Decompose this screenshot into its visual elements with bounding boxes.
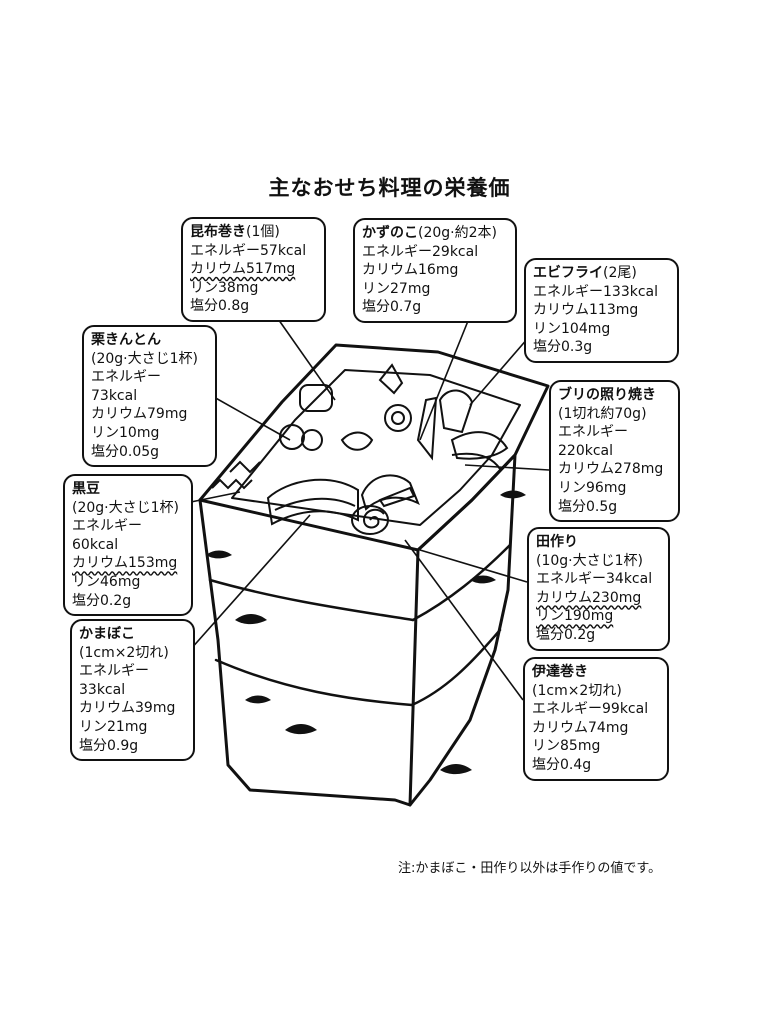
salt-value: 塩分0.9g (79, 737, 139, 754)
energy-value: 73kcal (91, 387, 138, 404)
potassium-value: カリウム79mg (91, 406, 188, 423)
page-title: 主なおせち料理の栄養価 (268, 176, 511, 200)
phosphorus-value: リン190mg (536, 608, 614, 625)
portion: (1cm×2切れ) (79, 644, 169, 661)
phosphorus-value: リン85mg (532, 738, 601, 755)
salt-value: 塩分0.3g (533, 339, 593, 356)
callout-kuromame: 黒豆 (20g·大さじ1杯) エネルギー 60kcal カリウム153mg リン… (63, 474, 193, 617)
phosphorus-value: リン46mg (72, 573, 141, 590)
potassium-value: カリウム153mg (72, 555, 178, 572)
salt-value: 塩分0.2g (72, 592, 132, 609)
potassium-value: カリウム16mg (362, 262, 459, 279)
salt-value: 塩分0.5g (558, 498, 618, 515)
potassium-value: カリウム517mg (190, 261, 296, 278)
potassium-value: カリウム74mg (532, 719, 629, 736)
energy-label: エネルギー (79, 663, 149, 680)
callout-tazukuri: 田作り (10g·大さじ1杯) エネルギー34kcal カリウム230mg リン… (527, 527, 670, 651)
energy-value: エネルギー29kcal (362, 243, 479, 260)
potassium-value: カリウム39mg (79, 700, 176, 717)
portion: (1切れ約70g) (558, 405, 647, 422)
portion: (20g·大さじ1杯) (72, 499, 179, 516)
salt-value: 塩分0.7g (362, 299, 422, 316)
energy-value: エネルギー133kcal (533, 283, 658, 300)
salt-value: 塩分0.2g (536, 626, 596, 643)
callout-kuri-kinton: 栗きんとん (20g·大さじ1杯) エネルギー 73kcal カリウム79mg … (82, 325, 217, 468)
energy-label: エネルギー (91, 369, 161, 386)
energy-value: 33kcal (79, 681, 126, 698)
phosphorus-value: リン104mg (533, 320, 611, 337)
potassium-value: カリウム278mg (558, 461, 664, 478)
callout-ebi-fry: エビフライ(2尾) エネルギー133kcal カリウム113mg リン104mg… (524, 258, 679, 363)
phosphorus-value: リン10mg (91, 424, 160, 441)
footnote: 注:かまぼこ・田作り以外は手作りの値です。 (398, 861, 662, 876)
salt-value: 塩分0.8g (190, 298, 250, 315)
callout-datemaki: 伊達巻き (1cm×2切れ) エネルギー99kcal カリウム74mg リン85… (523, 657, 669, 781)
energy-label: エネルギー (558, 424, 628, 441)
energy-value: 60kcal (72, 536, 119, 553)
potassium-value: カリウム230mg (536, 589, 642, 606)
portion: (20g·大さじ1杯) (91, 350, 198, 367)
callout-kamaboko: かまぼこ (1cm×2切れ) エネルギー 33kcal カリウム39mg リン2… (70, 619, 195, 762)
callout-kazunoko: かずのこ(20g·約2本) エネルギー29kcal カリウム16mg リン27m… (353, 218, 517, 323)
portion: (10g·大さじ1杯) (536, 552, 643, 569)
energy-label: エネルギー (72, 518, 142, 535)
energy-value: エネルギー57kcal (190, 242, 307, 259)
energy-value: 220kcal (558, 442, 613, 459)
portion: (1cm×2切れ) (532, 682, 622, 699)
energy-value: エネルギー99kcal (532, 701, 649, 718)
salt-value: 塩分0.4g (532, 756, 592, 773)
phosphorus-value: リン38mg (190, 279, 259, 296)
phosphorus-value: リン21mg (79, 718, 148, 735)
phosphorus-value: リン27mg (362, 280, 431, 297)
phosphorus-value: リン96mg (558, 479, 627, 496)
energy-value: エネルギー34kcal (536, 571, 653, 588)
callout-buri-teriyaki: ブリの照り焼き (1切れ約70g) エネルギー 220kcal カリウム278m… (549, 380, 680, 523)
callout-konbu: 昆布巻き(1個) エネルギー57kcal カリウム517mg リン38mg 塩分… (181, 217, 326, 322)
potassium-value: カリウム113mg (533, 302, 639, 319)
salt-value: 塩分0.05g (91, 443, 160, 460)
